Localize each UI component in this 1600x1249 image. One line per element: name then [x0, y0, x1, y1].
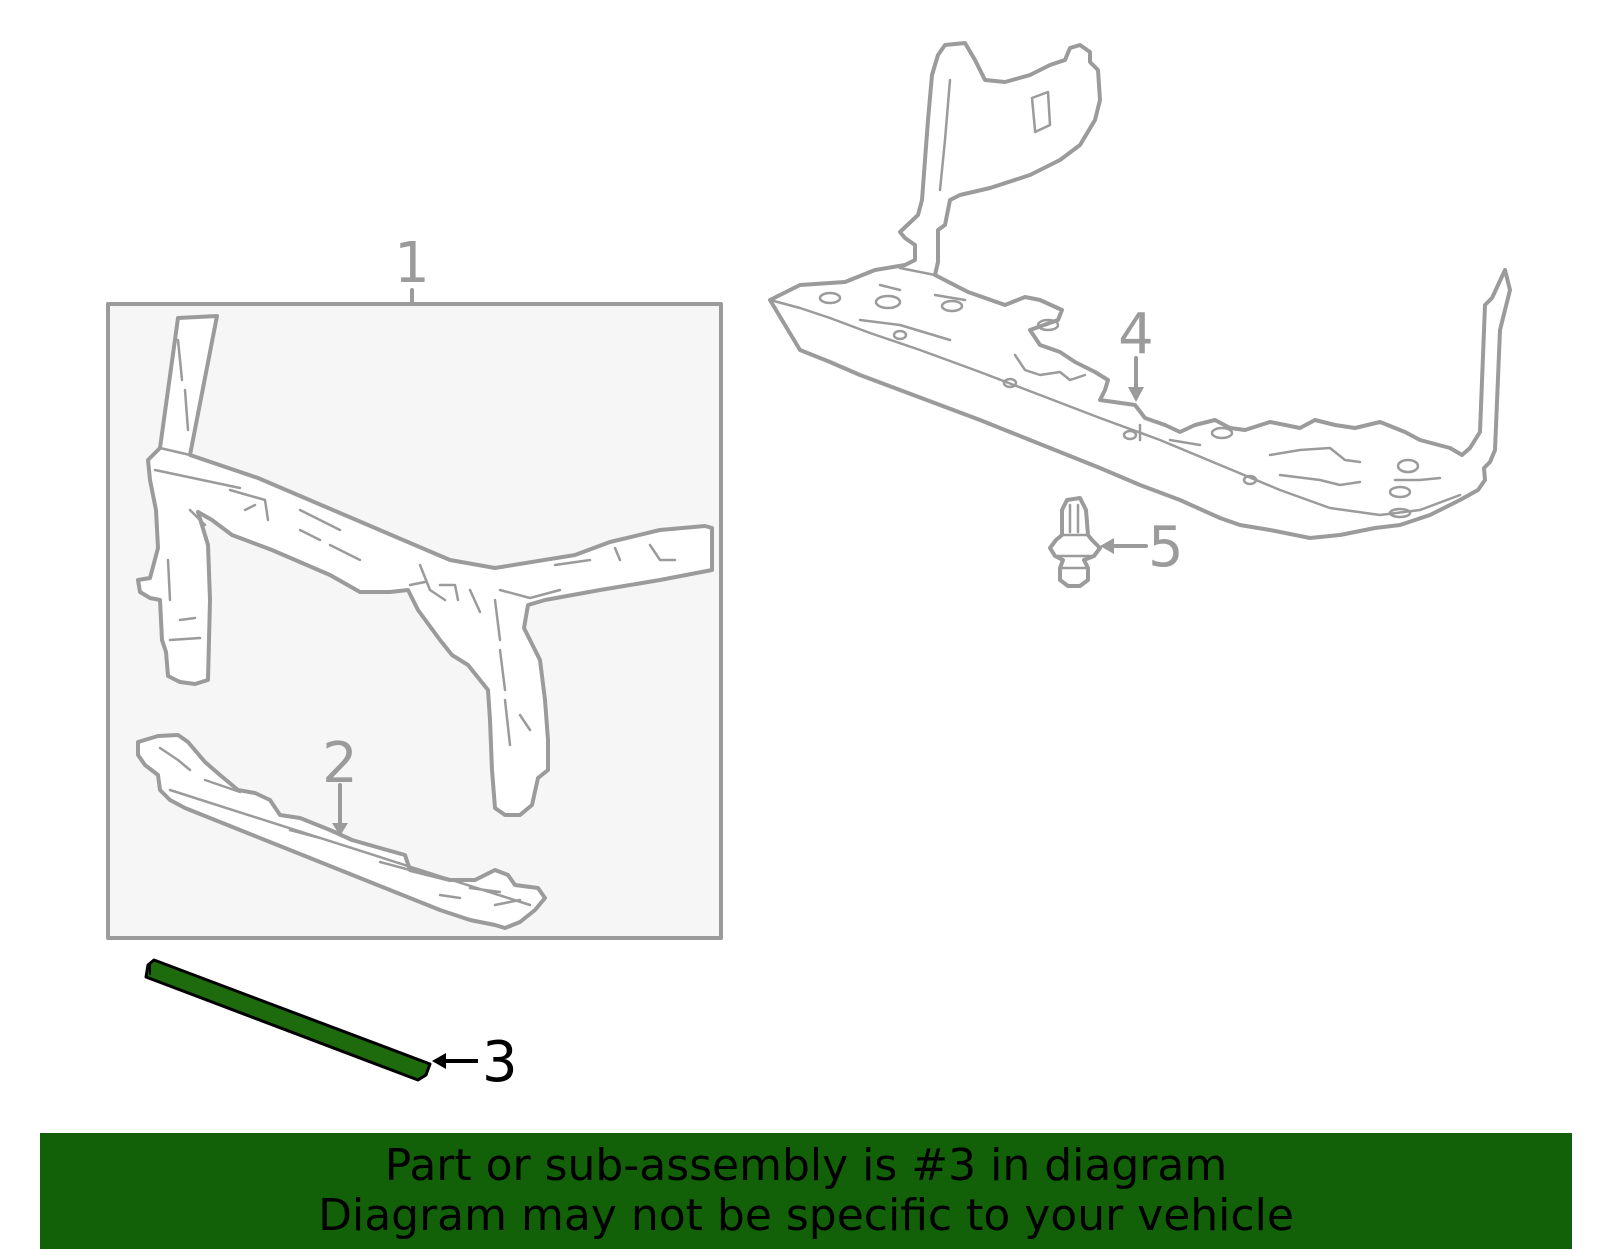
lower-seal-3[interactable]: 3 — [144, 958, 518, 1095]
info-banner-background — [40, 1133, 1572, 1249]
callout-1[interactable]: 1 — [394, 231, 430, 296]
callout-4[interactable]: 4 — [1118, 302, 1154, 367]
splash-shield-4[interactable]: 4 — [768, 41, 1512, 540]
info-banner: Part or sub-assembly is #3 in diagram Di… — [40, 1133, 1572, 1249]
upper-tie-bar-2[interactable]: 2 — [136, 731, 547, 930]
highlighted-part-3[interactable] — [144, 958, 432, 1082]
callout-5[interactable]: 5 — [1148, 515, 1184, 580]
callout-2[interactable]: 2 — [322, 731, 358, 796]
callout-3[interactable]: 3 — [482, 1030, 518, 1095]
push-clip-5[interactable]: 5 — [1048, 496, 1184, 588]
banner-line-part-number: Part or sub-assembly is #3 in diagram — [384, 1140, 1228, 1191]
radiator-support[interactable] — [136, 314, 714, 817]
banner-line-disclaimer: Diagram may not be specific to your vehi… — [318, 1190, 1294, 1241]
